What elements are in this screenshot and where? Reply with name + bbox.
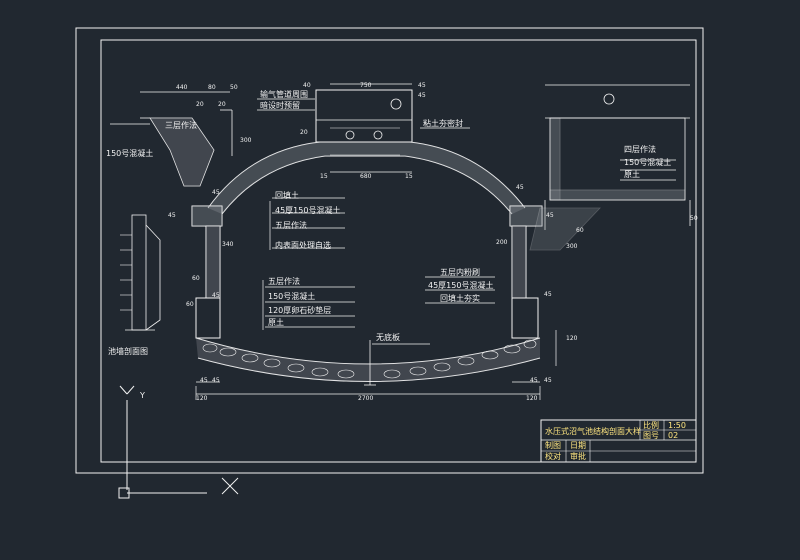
dim-bottom-120b: 120 [526,395,538,402]
dim-bottom-2700: 2700 [358,395,373,402]
dim-bottom-45a: 45 [200,377,208,384]
dim-top-15a: 15 [320,173,328,180]
dim-right-300: 300 [566,243,578,250]
note-layer5-inner: 五层内粉刷 [440,267,480,277]
dim-left-45a: 45 [212,189,220,196]
note-raw-soil-a: 原土 [268,317,284,327]
dim-right-45a: 45 [516,184,524,191]
label-wall-section: 池墙剖面图 [108,346,148,356]
note-gravel120: 120厚卵石砂垫层 [268,305,331,315]
dim-left-340: 340 [222,241,234,248]
dim-top-440: 440 [176,84,188,91]
ucs-icon [118,385,239,499]
note-layer5-b: 五层作法 [268,276,300,286]
sheet-border [75,27,704,474]
note-concrete150-b: 150号混凝土 [268,291,315,301]
note-layer5-a: 五层作法 [275,220,307,230]
dim-left-45c: 45 [212,292,220,299]
right-detail [529,84,691,251]
dim-top-15b: 15 [405,173,413,180]
title-block-check-label: 校对 [545,451,561,461]
title-block-scale-value: 1:50 [668,421,686,430]
dim-left-60b: 60 [186,301,194,308]
note-inner-surface: 内表面处理自选 [275,240,331,250]
title-block-title: 水压式沼气池结构剖面大样 [545,426,641,436]
dim-top-680: 680 [360,173,372,180]
note-c45-150-b: 45厚150号混凝土 [428,280,493,290]
ucs-y-label: Y [139,391,145,400]
left-detail [110,91,233,187]
dimension-lines [195,83,557,400]
note-concrete150-c: 150号混凝土 [624,157,671,167]
dim-right-120: 120 [566,335,578,342]
note-gas-pipe-2: 暗设时预留 [260,100,300,110]
note-raw-soil-b: 原土 [624,169,640,179]
title-block-check-value: 审批 [570,451,586,461]
dim-top-50: 50 [230,84,238,91]
title-block-drawn-label: 制图 [545,440,561,450]
dim-top-45a: 45 [418,82,426,89]
dim-top-40: 40 [303,82,311,89]
dim-top-45b: 45 [418,92,426,99]
note-no-bottom: 无底板 [376,332,400,342]
title-block-scale-label: 比例 [643,420,659,430]
dim-right-60: 60 [576,227,584,234]
dim-right-50: 50 [690,215,698,222]
note-backfill-tamp: 回填土夯实 [440,293,480,303]
dim-top-80: 80 [208,84,216,91]
dim-left-60a: 60 [192,275,200,282]
dim-top-750: 750 [360,82,372,89]
dim-bottom-120a: 120 [196,395,208,402]
note-gas-pipe-1: 输气管道周围 [260,89,308,99]
dim-right-45b: 45 [546,212,554,219]
note-clay-seal: 粘土夯密封 [423,118,463,128]
dim-bottom-45b: 45 [544,377,552,384]
wall-section-detail [120,214,161,331]
dim-left-45b: 45 [168,212,176,219]
dim-right-200: 200 [496,239,508,246]
dim-left-300: 300 [240,137,252,144]
title-block [540,419,697,463]
digester-section [191,89,543,386]
note-concrete150-left: 150号混凝土 [106,148,153,158]
note-layer3: 三层作法 [165,120,197,130]
title-block-drawn-value: 日期 [570,441,586,450]
dim-top-20c: 20 [300,129,308,136]
dim-left-45d: 45 [212,377,220,384]
dim-right-45d: 45 [530,377,538,384]
dim-top-20a: 20 [196,101,204,108]
leader-lines [257,98,676,345]
note-backfill: 回填土 [275,190,299,200]
dim-top-20b: 20 [218,101,226,108]
dim-right-45c: 45 [544,291,552,298]
note-layer4: 四层作法 [624,144,656,154]
title-block-sheet-value: 02 [668,431,678,440]
title-block-sheet-label: 图号 [643,431,659,440]
note-c45-150: 45厚150号混凝土 [275,205,340,215]
